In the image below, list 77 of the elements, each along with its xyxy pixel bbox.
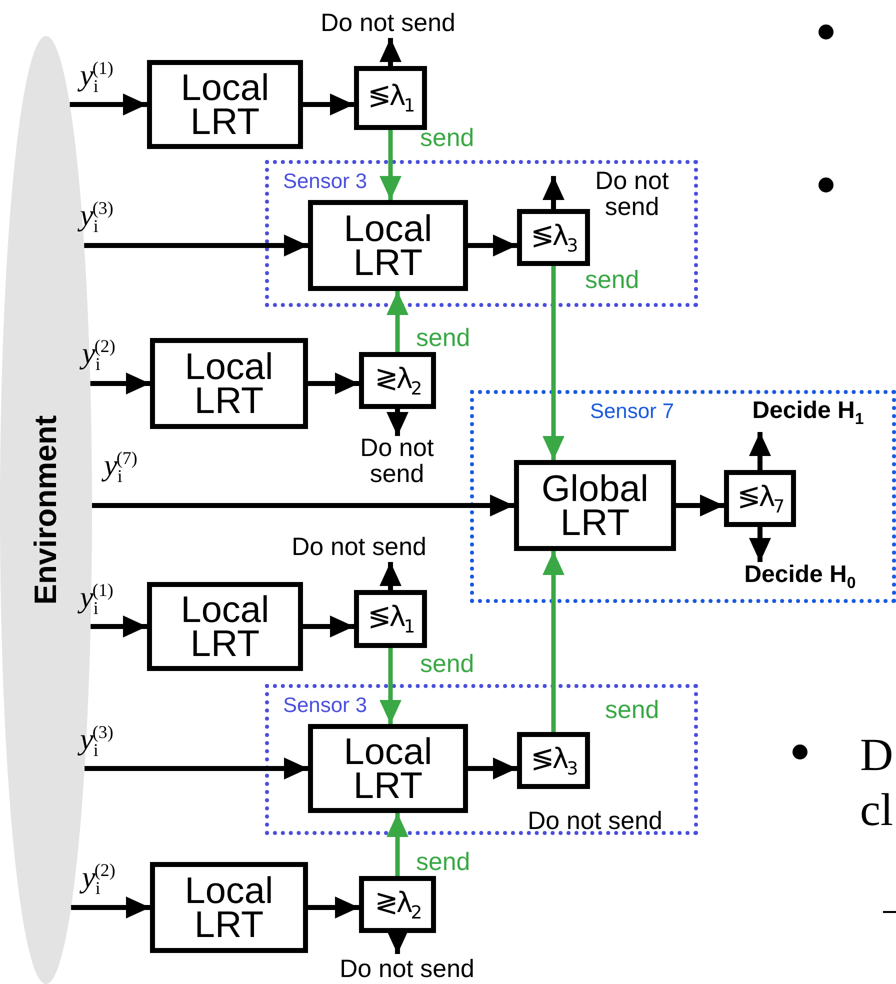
arrow	[84, 758, 308, 780]
arrow	[90, 372, 150, 394]
arrow	[749, 432, 771, 470]
arrow	[92, 494, 514, 516]
node-text: Do not send	[340, 956, 474, 982]
arrow	[303, 94, 354, 116]
node-text: Local LRT	[180, 592, 270, 660]
arrow	[749, 527, 771, 562]
edge-label: send	[585, 266, 640, 295]
side-note: Do not send	[594, 168, 670, 220]
arrow	[386, 930, 408, 954]
sensor-group-box	[265, 684, 698, 835]
arrow	[380, 648, 402, 724]
arrow	[386, 291, 408, 352]
arrow	[308, 372, 359, 394]
arrow	[386, 409, 408, 436]
arrow	[380, 130, 402, 200]
process-box	[150, 338, 308, 429]
threshold-text: ≷λ$_{2}$	[374, 886, 420, 924]
arrow	[542, 176, 564, 209]
threshold-box	[724, 470, 796, 527]
threshold-text: ≶λ$_{7}$	[737, 480, 783, 518]
edge-label: send	[420, 650, 474, 679]
slide-text: cl	[860, 785, 894, 835]
threshold-text: ≷λ$_{2}$	[374, 362, 420, 400]
arrow	[386, 813, 408, 876]
arrow	[303, 616, 354, 638]
process-box	[147, 60, 303, 149]
threshold-text: ≶λ$_{3}$	[530, 218, 576, 256]
group-title: Sensor 3	[283, 170, 368, 194]
side-note: Do not send	[526, 808, 664, 834]
node-text: Local LRT	[184, 350, 274, 418]
arrow	[380, 562, 402, 590]
edge-label: send	[416, 324, 470, 353]
edge-label: send	[420, 124, 474, 153]
arrow	[308, 896, 359, 918]
threshold-box	[359, 352, 436, 409]
environment-label: Environment	[28, 414, 64, 607]
process-box	[308, 200, 468, 291]
arrow	[468, 234, 517, 256]
threshold-box	[354, 590, 427, 648]
arrow	[542, 551, 564, 732]
process-box	[147, 582, 303, 671]
node-text: Local LRT	[342, 734, 434, 802]
sensor-group-box	[470, 390, 896, 603]
node-text: Local LRT	[342, 212, 434, 280]
threshold-box	[517, 209, 590, 266]
node-text: Decide H$_{0}$	[744, 562, 856, 594]
arrow	[90, 616, 147, 638]
sensor-group-box	[265, 160, 698, 307]
threshold-text: ≶λ$_{1}$	[368, 600, 414, 638]
threshold-box	[359, 876, 436, 933]
arrow	[70, 94, 147, 116]
edge-label: send	[416, 848, 470, 877]
arrow	[71, 896, 150, 918]
node-text: Local LRT	[180, 70, 270, 138]
arrow	[468, 758, 517, 780]
arrow	[542, 266, 564, 460]
threshold-text: ≶λ$_{1}$	[368, 79, 414, 117]
node-text: Do not send	[320, 10, 456, 36]
slide-text: D	[860, 730, 894, 780]
process-box	[514, 460, 676, 551]
process-box	[150, 862, 308, 953]
arrow	[676, 494, 724, 516]
edge-label: send	[605, 696, 660, 725]
node-text: Global LRT	[540, 472, 650, 540]
threshold-box	[517, 732, 590, 789]
node-text: Local LRT	[184, 874, 274, 942]
node-text: Decide H$_{1}$	[752, 398, 864, 430]
node-text: Do not send	[292, 534, 426, 560]
group-title: Sensor 3	[283, 694, 368, 718]
arrow	[84, 234, 308, 256]
process-box	[308, 724, 468, 813]
arrow	[380, 38, 402, 66]
group-title: Sensor 7	[590, 400, 674, 424]
node-text: Do not send	[359, 435, 435, 487]
threshold-text: ≶λ$_{3}$	[530, 742, 576, 780]
